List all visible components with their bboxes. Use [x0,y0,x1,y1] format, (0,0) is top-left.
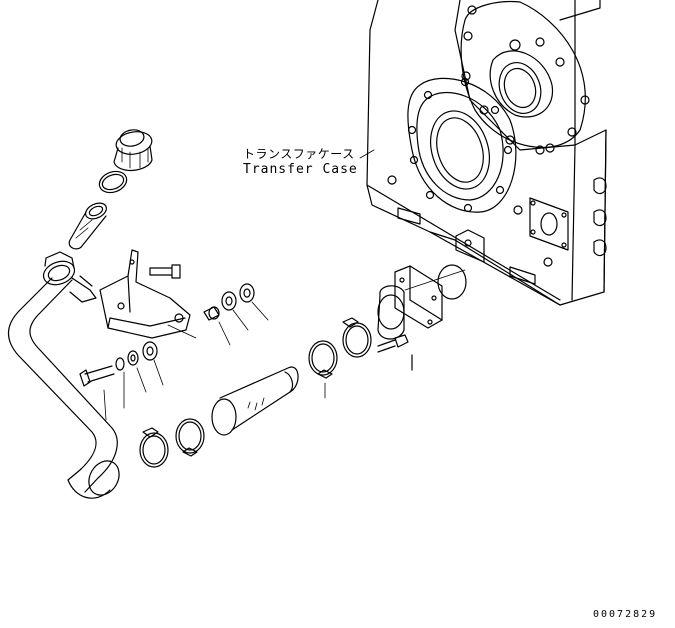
mounting-bracket [100,250,196,338]
washer-right-2 [240,284,268,320]
cover-bolts [462,6,589,154]
rubber-hose [212,367,298,435]
filler-tube [8,252,125,501]
bracket-bolt-top [150,265,180,278]
washer-right-1 [222,292,248,330]
washer-medium [128,351,146,392]
o-ring-small [96,168,129,196]
hose-clamp-left-1 [176,419,204,456]
hose-clamp-left-2 [140,428,168,467]
bracket-bolt-lower [80,366,114,420]
transfer-case-label-en: Transfer Case [243,162,358,177]
hose-clamp-right-2 [309,341,337,398]
strainer [69,200,109,249]
drawing-number: 00072829 [593,609,658,620]
elbow-adapter [378,266,442,339]
transfer-case-label-jp: トランスファケース [243,147,355,161]
washer-large [143,342,163,385]
o-ring-large [438,265,466,299]
adapter-bolt [378,335,412,370]
flange-bolts [409,79,512,212]
washer-small [116,358,124,408]
transfer-case-leader [360,150,374,158]
hose-clamp-right-1 [343,318,371,357]
transfer-case [367,0,606,305]
filler-cap [114,128,154,170]
spacer-collar [204,307,230,345]
